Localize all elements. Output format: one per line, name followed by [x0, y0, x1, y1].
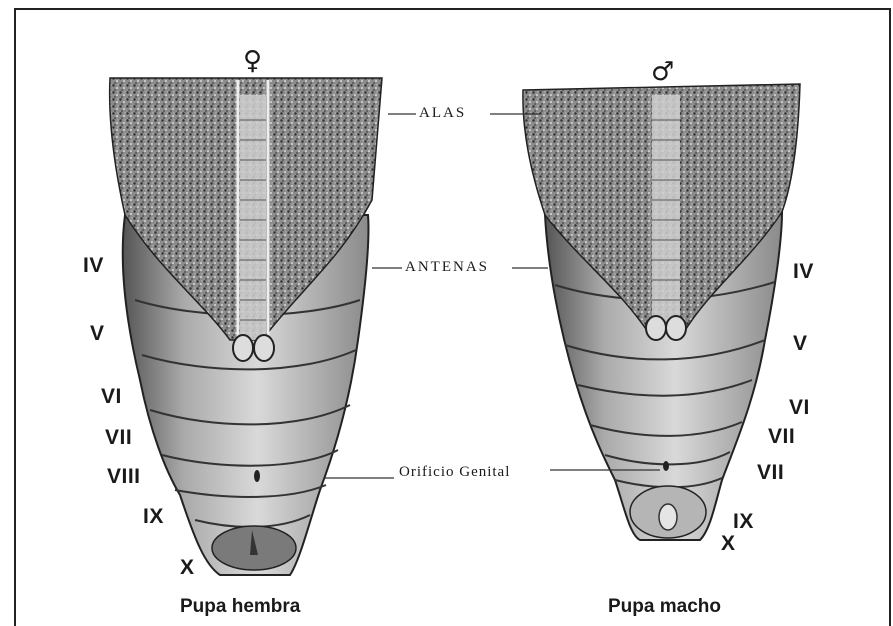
female-segment-label: IV [83, 254, 104, 278]
male-segment-label: VII [768, 425, 795, 449]
male-caption: Pupa macho [608, 596, 721, 618]
antennae-label: ANTENAS [402, 259, 492, 276]
female-symbol-icon: ♀ [243, 46, 262, 76]
female-caption: Pupa hembra [180, 596, 300, 618]
male-segment-label: VI [789, 396, 810, 420]
female-segment-label: IX [143, 505, 164, 529]
female-segment-label: VII [105, 426, 132, 450]
male-symbol-icon: ♂ [651, 57, 674, 87]
female-segment-label: VIII [107, 465, 141, 489]
male-segment-label: IV [793, 260, 814, 284]
male-segment-label: X [721, 532, 736, 556]
female-segment-label: VI [101, 385, 122, 409]
wings-label: ALAS [416, 105, 469, 122]
male-segment-label: V [793, 332, 808, 356]
female-pupa-body [110, 78, 382, 575]
female-segment-label: X [180, 556, 195, 580]
male-segment-label: VII [757, 461, 784, 485]
female-segment-label: V [90, 322, 105, 346]
male-segment-label: IX [733, 510, 754, 534]
genital-opening-label: Orificio Genital [396, 464, 513, 481]
